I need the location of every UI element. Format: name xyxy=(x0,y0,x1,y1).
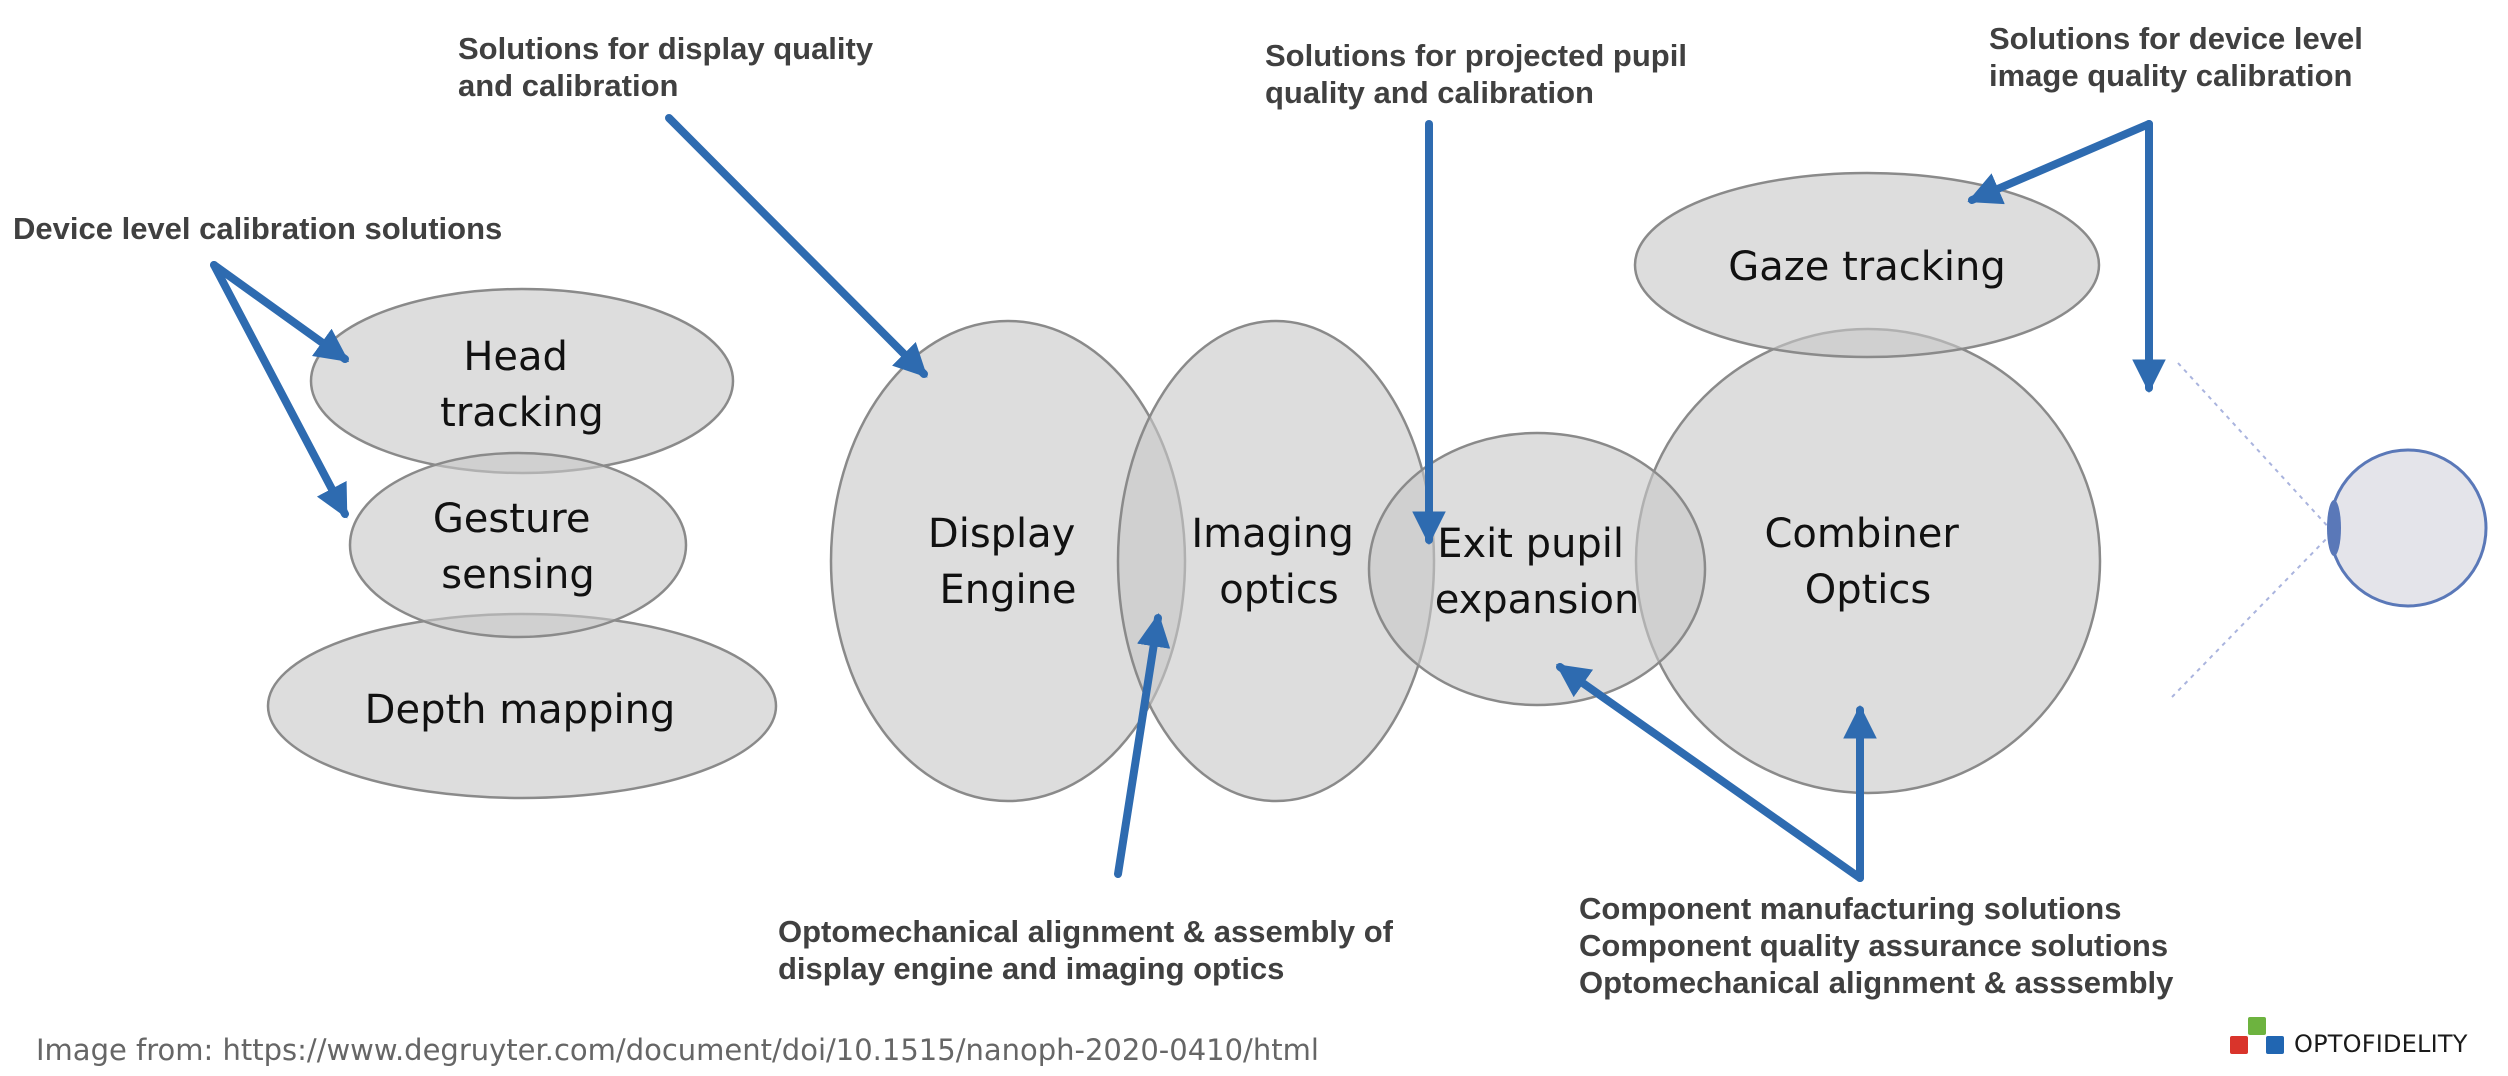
head-tracking-label: Head tracking xyxy=(440,334,604,436)
gesture-sensing-ellipse xyxy=(348,451,688,639)
display-engine-label: Display Engine xyxy=(928,511,1088,613)
arrow-device-to-gesture-sensing xyxy=(210,261,349,519)
imaging-optics-label: Imaging optics xyxy=(1191,511,1366,613)
brand-square-green xyxy=(2248,1017,2266,1035)
brand-square-blue xyxy=(2266,1036,2284,1054)
head-tracking-ellipse xyxy=(309,287,735,475)
arrow-device-to-head-tracking xyxy=(210,261,350,363)
combiner-optics-label: Combiner Optics xyxy=(1765,511,1972,613)
eye-view-line-lower xyxy=(2171,532,2333,698)
callout-projected-pupil: Solutions for projected pupil quality an… xyxy=(1265,38,1687,110)
brand-name: OPTOFIDELITY xyxy=(2294,1030,2468,1058)
depth-mapping-label: Depth mapping xyxy=(365,687,676,733)
callout-device-image-quality: Solutions for device level image quality… xyxy=(1989,21,2363,93)
eye-icon xyxy=(2327,448,2488,608)
arrow-optomechanical xyxy=(1114,613,1171,878)
callout-display-quality: Solutions for display quality and calibr… xyxy=(458,31,874,103)
arrow-display-quality xyxy=(665,114,928,378)
callout-component: Component manufacturing solutions Compon… xyxy=(1579,891,2174,1000)
gaze-tracking-label: Gaze tracking xyxy=(1728,244,2005,290)
arrow-device-image-quality-to-gaze xyxy=(1967,120,2153,205)
eye-view-line-upper xyxy=(2177,362,2333,532)
exit-pupil-expansion-label: Exit pupil expansion xyxy=(1435,521,1640,623)
source-note: Image from: https://www.degruyter.com/do… xyxy=(36,1033,1319,1067)
callout-optomechanical: Optomechanical alignment & assembly of d… xyxy=(778,914,1393,986)
callout-device-level: Device level calibration solutions xyxy=(13,211,503,246)
exit-pupil-expansion-ellipse xyxy=(1367,431,1707,707)
brand-logo: OPTOFIDELITY xyxy=(2226,1014,2486,1060)
gaze-tracking-ellipse xyxy=(1633,171,2101,359)
gesture-sensing-label: Gesture sensing xyxy=(433,496,603,598)
arrow-component-to-exit-pupil xyxy=(1555,663,1864,882)
brand-square-red xyxy=(2230,1036,2248,1054)
